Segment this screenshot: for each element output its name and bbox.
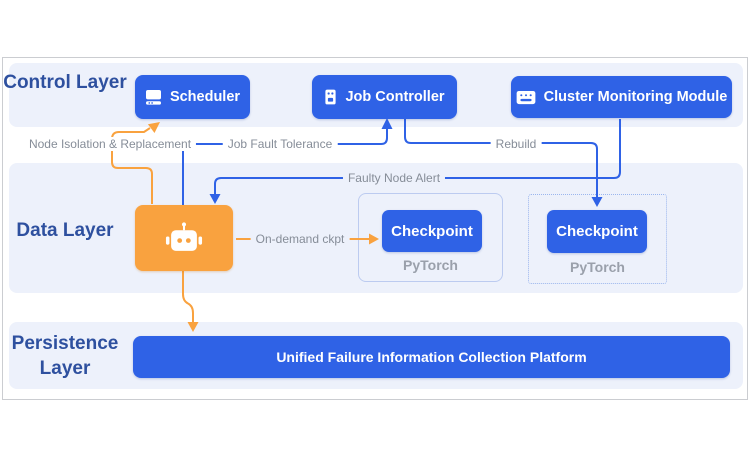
checkpoint-left-node: Checkpoint — [382, 210, 482, 252]
edge-label-on-demand-ckpt: On-demand ckpt — [250, 232, 350, 246]
control-layer-title: Control Layer — [3, 72, 127, 93]
persistence-layer-title: Persistence Layer — [11, 333, 119, 379]
edge-agent-to-platform — [182, 271, 194, 323]
checkpoint-left-label: Checkpoint — [391, 222, 473, 240]
edge-label-node-isolation: Node Isolation & Replacement — [23, 137, 197, 151]
pytorch-label-left: PyTorch — [403, 257, 458, 273]
arrowhead-on-demand-ckpt — [369, 233, 379, 245]
pytorch-container-left: PyTorch — [358, 193, 503, 282]
arrowhead-rebuild — [591, 197, 603, 207]
edge-label-faulty-node-alert: Faulty Node Alert — [342, 171, 446, 185]
checkpoint-right-label: Checkpoint — [556, 223, 638, 240]
data-layer-title: Data Layer — [16, 220, 114, 241]
cluster-monitoring-node: Cluster Monitoring Module — [511, 76, 732, 118]
cluster-monitoring-label: Cluster Monitoring Module — [543, 89, 728, 105]
checkpoint-right-node: Checkpoint — [547, 210, 647, 253]
robot-icon — [165, 221, 203, 251]
scheduler-label: Scheduler — [169, 89, 241, 105]
computer-drive-icon — [145, 89, 161, 105]
arrowhead-node-isolation — [147, 122, 160, 133]
edge-rebuild — [404, 119, 598, 198]
scheduler-node: Scheduler — [135, 75, 250, 119]
job-controller-label: Job Controller — [345, 89, 445, 105]
arrowhead-faulty-node-alert — [209, 194, 221, 204]
platform-label: Unified Failure Information Collection P… — [276, 349, 587, 365]
server-tower-icon — [325, 89, 337, 105]
pytorch-label-right: PyTorch — [570, 259, 625, 275]
edge-label-job-fault-tolerance: Job Fault Tolerance — [222, 137, 338, 151]
arrowhead-agent-to-platform — [187, 322, 199, 332]
diagram-frame — [2, 57, 748, 400]
edge-label-rebuild: Rebuild — [490, 137, 542, 151]
job-controller-node: Job Controller — [312, 75, 457, 119]
agent-node — [135, 205, 233, 271]
monitoring-panel-icon — [516, 90, 536, 104]
edge-node-isolation — [111, 127, 153, 204]
platform-node: Unified Failure Information Collection P… — [133, 336, 730, 378]
arrowhead-job-fault-tolerance — [381, 118, 393, 129]
